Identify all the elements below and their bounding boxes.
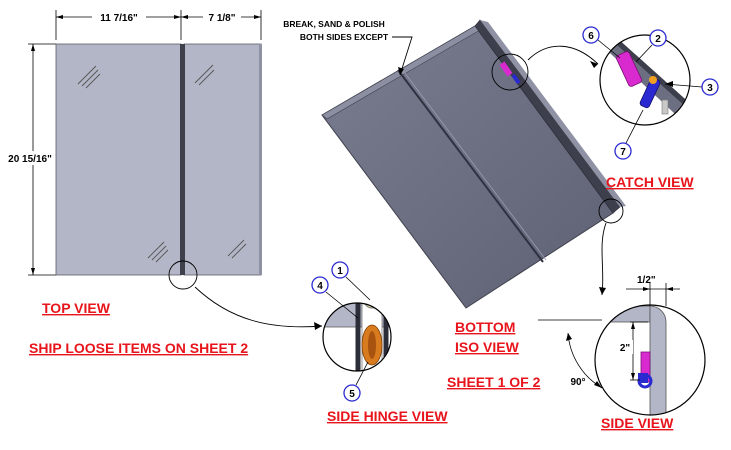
dimension-flange: 1/2" [626,275,680,306]
left-leaf [55,43,182,276]
angle-text: 90° [570,377,585,388]
side-detail [594,304,706,416]
sheet-label: SHEET 1 OF 2 [447,374,541,390]
width-right-text: 7 1/8" [209,13,236,24]
iso-panel [321,25,614,309]
right-edge [259,44,262,275]
catch-detail-boundary [599,34,691,126]
depth-text: 2" [620,343,631,354]
height-text: 20 15/16" [8,154,52,165]
width-left-text: 11 7/16" [100,13,138,24]
dimension-angle: 90° [538,319,603,389]
balloon-3: 3 [664,78,719,96]
catch-detail [599,34,691,126]
balloon-4: 4 [311,276,359,319]
dimension-width-left: 11 7/16" [55,9,182,40]
leader-hinge [194,286,323,328]
leader-catch [527,45,599,65]
leader-side [601,222,607,296]
balloon-4-text: 4 [317,281,323,292]
top-view-label: TOP VIEW [42,300,111,316]
balloon-6-text: 6 [588,31,594,42]
bottom-iso-label-line1: BOTTOM [455,319,515,335]
balloon-1: 1 [331,261,371,301]
glass-hatch [77,64,247,263]
balloon-5: 5 [343,361,369,402]
side-hinge-detail [322,302,392,372]
balloon-6: 6 [582,26,621,59]
hinge-detail-circle [168,260,198,290]
right-leaf [183,43,262,276]
top-view: 11 7/16" 7 1/8" 20 15/16" [4,9,262,290]
note-line2: BOTH SIDES EXCEPT [300,32,389,42]
catch-detail-circle [491,53,529,91]
side-detail-circle [598,198,624,224]
note-line1: BREAK, SAND & POLISH [283,19,385,29]
side-hinge-view-label: SIDE HINGE VIEW [327,408,448,424]
bottom-iso-label-line2: ISO VIEW [455,339,520,355]
ship-loose-label: SHIP LOOSE ITEMS ON SHEET 2 [29,340,248,356]
balloon-1-text: 1 [337,266,343,277]
balloon-2-text: 2 [655,34,661,45]
balloon-3-text: 3 [707,83,713,94]
dimension-width-right: 7 1/8" [181,9,262,40]
balloon-2: 2 [635,29,667,63]
flange-text: 1/2" [637,275,656,286]
balloon-7-text: 7 [620,147,626,158]
catch-view-label: CATCH VIEW [606,174,694,190]
side-view-label: SIDE VIEW [601,415,674,431]
balloon-7: 7 [614,109,644,160]
dimension-height: 20 15/16" [4,43,56,276]
dimension-depth: 2" [617,321,648,381]
iso-view [321,19,626,309]
balloon-5-text: 5 [349,389,355,400]
note-break-sand: BREAK, SAND & POLISH BOTH SIDES EXCEPT [283,19,413,76]
hinge-detail-boundary [322,302,392,372]
center-hinge [180,44,185,275]
